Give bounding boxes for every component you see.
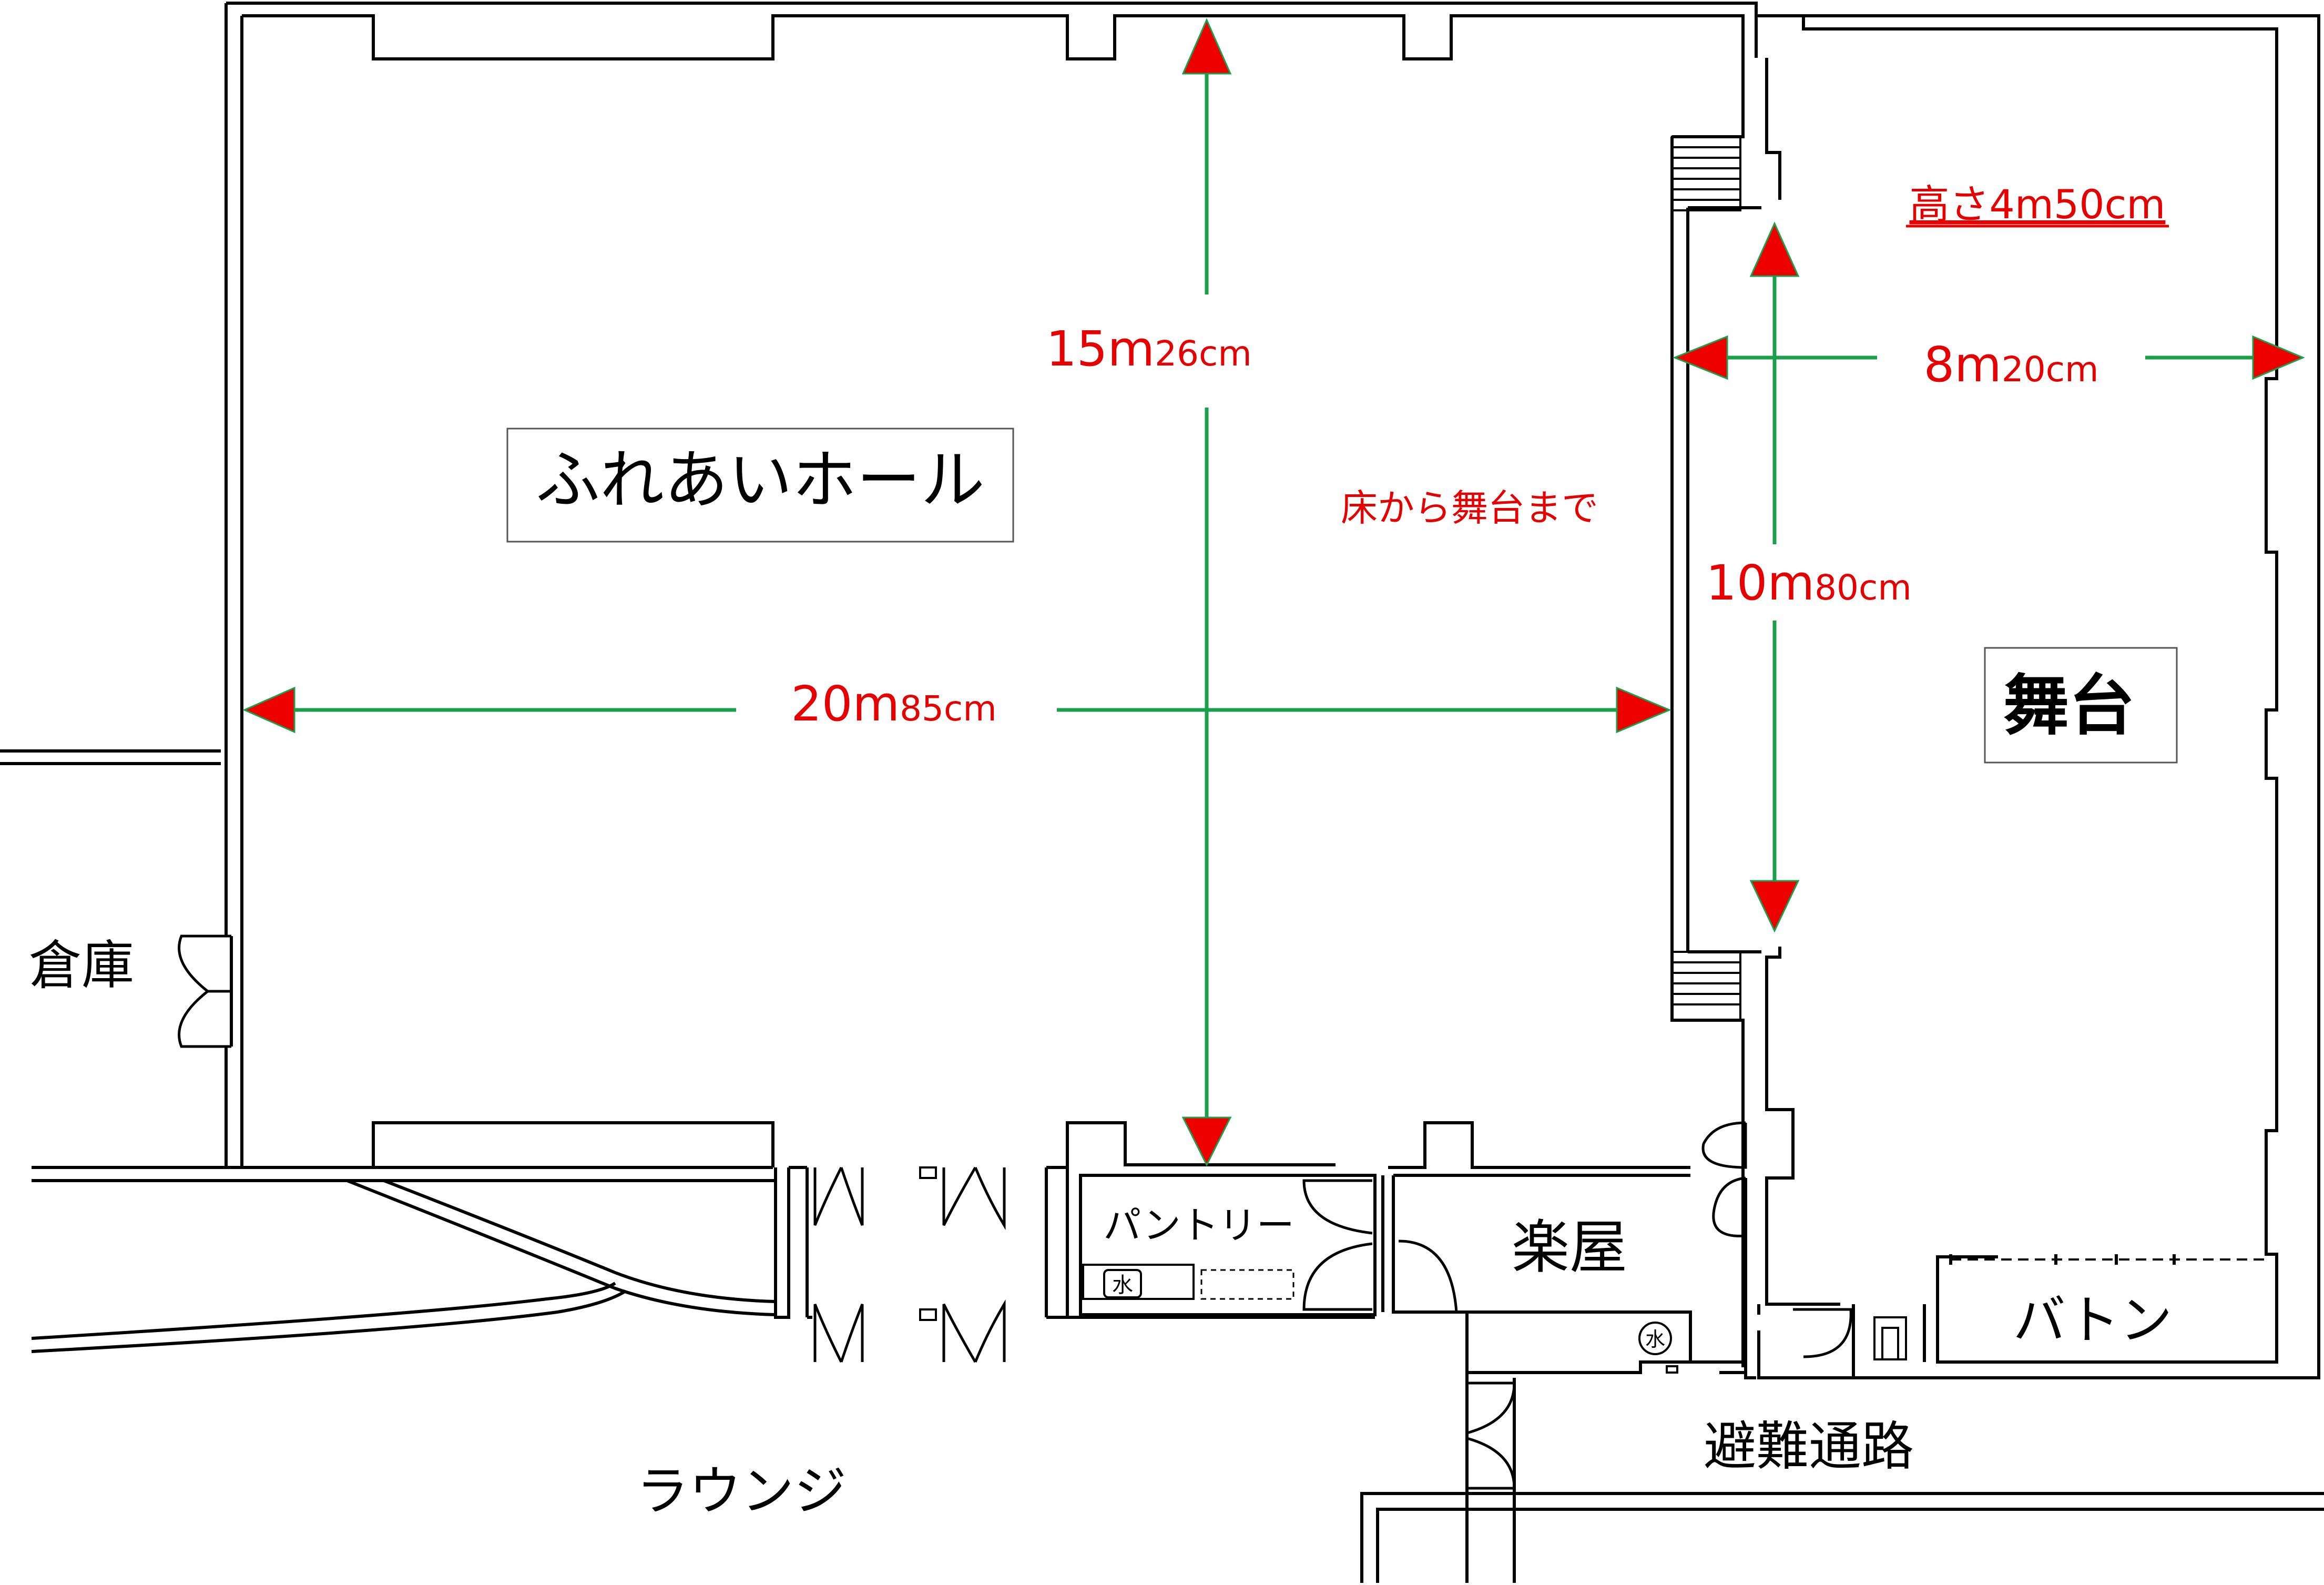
hall-walls <box>225 2 1761 1367</box>
stage-width-value: 8m20cm <box>1924 337 2099 393</box>
arrow-down-hall-depth <box>1181 1116 1232 1167</box>
dimension-hall-depth <box>1181 18 1232 1167</box>
arrow-right-hall-width <box>1616 686 1671 734</box>
hall-label-box: ふれあいホール <box>506 428 1014 543</box>
arrow-left-hall-width <box>242 686 295 734</box>
storage-label: 倉庫 <box>29 934 134 996</box>
stage-steps-bottom <box>1671 951 1741 1021</box>
floor-to-stage-note: 床から舞台まで <box>1341 486 1598 530</box>
pantry-water-mark: 水 <box>1103 1269 1142 1298</box>
dressing-room <box>1381 1121 1852 1379</box>
dressing-room-label: 楽屋 <box>1512 1214 1627 1281</box>
evacuation-passage <box>1360 1373 2324 1583</box>
arrow-up-hall-depth <box>1181 18 1232 75</box>
dimension-hall-width <box>242 686 1671 734</box>
corridor <box>31 1166 1067 1363</box>
arrow-left-stage-width <box>1672 335 1728 380</box>
pantry-label: パントリー <box>1103 1203 1294 1247</box>
stage-height-value: 高さ4m50cm <box>1910 181 2166 228</box>
dressing-water-mark: 水 <box>1638 1322 1672 1355</box>
hall-depth-value: 15m26cm <box>1046 321 1251 377</box>
stage-depth-value: 10m80cm <box>1706 555 1911 611</box>
evacuation-passage-label: 避難通路 <box>1704 1416 1914 1477</box>
dimension-stage-depth <box>1749 221 1800 933</box>
dimension-stage-width <box>1672 335 2305 380</box>
arrow-up-stage-depth <box>1749 221 1800 277</box>
hall-label: ふれあいホール <box>536 443 985 517</box>
hall-width-value: 20m85cm <box>791 676 996 732</box>
pantry <box>1052 1167 1377 1319</box>
stage-walls <box>1755 14 2320 1379</box>
lounge-label: ラウンジ <box>636 1460 847 1522</box>
arrow-right-stage-width <box>2252 335 2305 380</box>
svg-text:水: 水 <box>1112 1273 1133 1297</box>
arrow-down-stage-depth <box>1749 880 1800 933</box>
svg-text:水: 水 <box>1645 1328 1665 1351</box>
storage-area <box>0 749 233 1048</box>
stage-label-box: 舞台 <box>1984 647 2178 764</box>
stage-steps-top <box>1671 136 1741 211</box>
stage-label: 舞台 <box>2003 668 2135 744</box>
baton-label: バトン <box>2013 1289 2173 1351</box>
